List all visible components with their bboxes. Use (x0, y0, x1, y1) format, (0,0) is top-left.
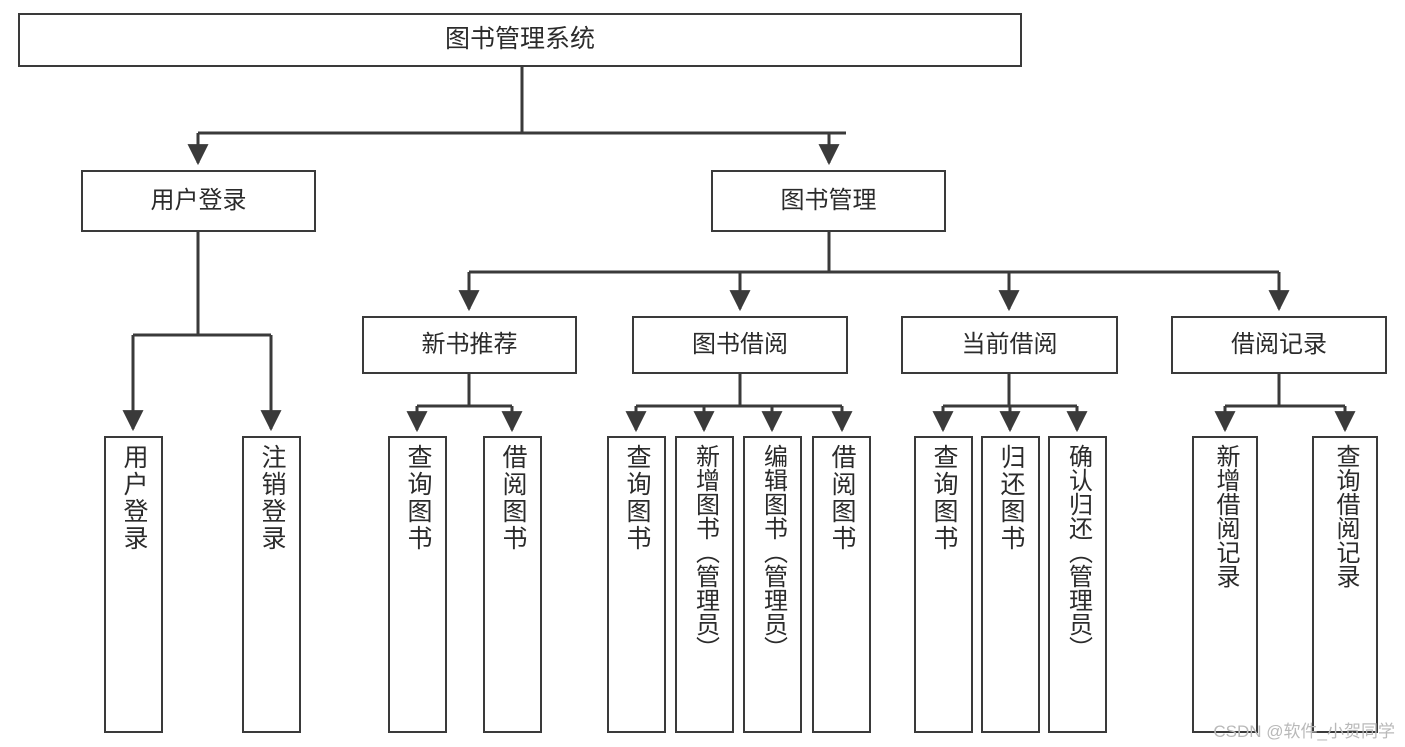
node-label: 编辑图书（管理员） (759, 444, 787, 660)
node-label: 查询图书 (623, 444, 651, 552)
node-label: 新增图书（管理员） (691, 444, 719, 660)
node-book-management[interactable]: 图书管理 (711, 170, 946, 232)
node-current-borrowing[interactable]: 当前借阅 (901, 316, 1118, 374)
node-user-login[interactable]: 用户登录 (81, 170, 316, 232)
node-label: 新书推荐 (421, 330, 518, 358)
node-label: 新增借阅记录 (1212, 444, 1239, 588)
leaf-borrow-book-recommend[interactable]: 借阅图书 (483, 436, 542, 733)
leaf-borrow-book[interactable]: 借阅图书 (812, 436, 871, 733)
node-label: 归还图书 (997, 444, 1025, 552)
node-label: 借阅记录 (1231, 330, 1327, 358)
leaf-query-book-borrow[interactable]: 查询图书 (607, 436, 666, 733)
node-label: 借阅图书 (499, 444, 527, 552)
node-label: 查询图书 (930, 444, 958, 552)
node-label: 查询借阅记录 (1332, 444, 1359, 588)
leaf-logout[interactable]: 注销登录 (242, 436, 301, 733)
leaf-edit-book-admin[interactable]: 编辑图书（管理员） (743, 436, 802, 733)
node-label: 注销登录 (258, 444, 286, 552)
node-label: 用户登录 (120, 444, 148, 552)
leaf-confirm-return-admin[interactable]: 确认归还（管理员） (1048, 436, 1107, 733)
node-root-book-management-system[interactable]: 图书管理系统 (18, 13, 1022, 67)
leaf-user-login[interactable]: 用户登录 (104, 436, 163, 733)
node-book-borrowing[interactable]: 图书借阅 (632, 316, 848, 374)
node-label: 图书借阅 (692, 330, 788, 358)
leaf-query-book-current[interactable]: 查询图书 (914, 436, 973, 733)
leaf-add-borrow-record[interactable]: 新增借阅记录 (1192, 436, 1258, 733)
watermark-text: CSDN @软件_小贺同学 (1213, 722, 1395, 741)
leaf-add-book-admin[interactable]: 新增图书（管理员） (675, 436, 734, 733)
node-label: 借阅图书 (828, 444, 856, 552)
leaf-query-borrow-record[interactable]: 查询借阅记录 (1312, 436, 1378, 733)
leaf-query-book-recommend[interactable]: 查询图书 (388, 436, 447, 733)
node-label: 图书管理 (780, 186, 877, 214)
node-label: 当前借阅 (961, 330, 1058, 358)
node-label: 图书管理系统 (444, 25, 595, 54)
leaf-return-book[interactable]: 归还图书 (981, 436, 1040, 733)
node-label: 用户登录 (150, 186, 247, 214)
node-label: 确认归还（管理员） (1064, 444, 1092, 660)
node-new-book-recommendation[interactable]: 新书推荐 (362, 316, 577, 374)
node-borrowing-record[interactable]: 借阅记录 (1171, 316, 1387, 374)
node-label: 查询图书 (404, 444, 432, 552)
